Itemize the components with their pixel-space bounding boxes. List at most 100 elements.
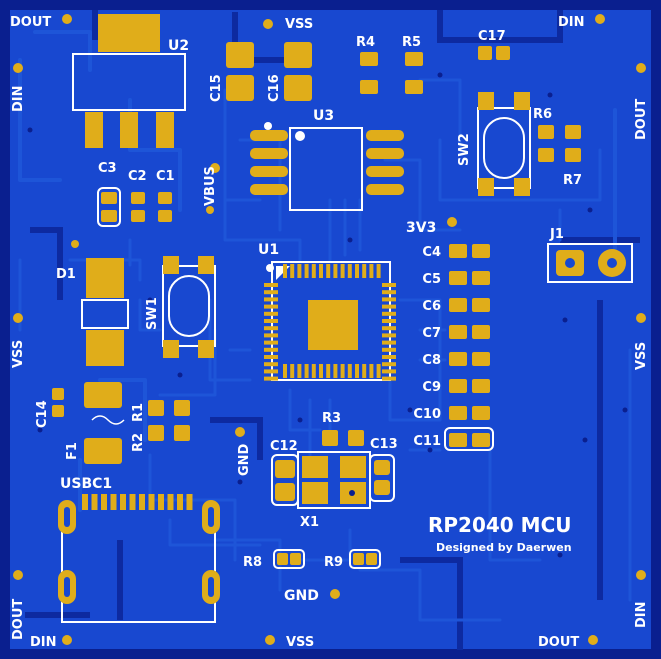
edge-label-top-center: VSS xyxy=(285,17,313,32)
usbc1-connector xyxy=(58,494,220,623)
cap-pad xyxy=(472,298,490,312)
u1-pad xyxy=(376,264,381,278)
label-3v3: 3V3 xyxy=(406,220,436,236)
label-c8: C8 xyxy=(422,353,441,368)
label-x1: X1 xyxy=(300,515,319,530)
edge-test-points xyxy=(13,14,646,645)
u1-pad xyxy=(326,264,331,278)
label-u1: U1 xyxy=(258,242,279,258)
label-r6: R6 xyxy=(533,107,552,122)
u1-pad xyxy=(382,333,396,338)
label-j1: J1 xyxy=(549,227,564,242)
label-gnd-center: GND xyxy=(237,443,252,476)
label-r5: R5 xyxy=(402,35,421,50)
u1-pad xyxy=(382,297,396,302)
u1-pad xyxy=(382,283,396,287)
edge-label-bottom-center: VSS xyxy=(286,635,314,650)
u1-pad xyxy=(311,264,316,278)
u1-pad xyxy=(290,364,295,378)
u1-pad xyxy=(264,319,278,323)
usb-pin-pad xyxy=(82,494,88,510)
u1-rp2040 xyxy=(264,261,396,381)
usb-pin-pad xyxy=(158,494,164,510)
usb-pin-pad xyxy=(186,494,193,510)
label-u3: U3 xyxy=(313,108,334,124)
cap-pad xyxy=(472,244,490,258)
u1-pad xyxy=(297,364,302,378)
u1-pad xyxy=(264,283,278,287)
stitching-vias xyxy=(27,72,628,558)
label-c10: C10 xyxy=(413,407,441,422)
cap-pad xyxy=(449,298,467,312)
label-c2: C2 xyxy=(128,169,147,184)
u1-pad xyxy=(382,311,396,316)
usb-pin-pad xyxy=(167,494,174,510)
label-r1: R1 xyxy=(131,403,146,422)
label-sw2: SW2 xyxy=(457,133,472,166)
label-c14: C14 xyxy=(35,400,50,428)
u1-pad xyxy=(382,376,396,381)
edge-label-left-bottom: DOUT xyxy=(11,599,26,640)
edge-label-top-left: DOUT xyxy=(10,15,51,30)
cap-pad xyxy=(449,244,467,258)
edge-label-left-top: DIN xyxy=(11,85,26,112)
cap-pad xyxy=(472,325,490,339)
crystal-area xyxy=(271,430,395,509)
label-sw1: SW1 xyxy=(145,297,160,330)
label-vbus: VBUS xyxy=(203,166,218,206)
label-c15: C15 xyxy=(209,74,224,102)
small-resistors-top xyxy=(360,46,510,94)
cap-pad xyxy=(472,379,490,393)
u1-pad xyxy=(382,362,396,367)
u1-pad xyxy=(304,264,309,278)
label-c13: C13 xyxy=(370,437,398,452)
cap-pad xyxy=(472,433,490,447)
u1-pad xyxy=(326,364,331,378)
label-r4: R4 xyxy=(356,35,375,50)
usb-pin-pad xyxy=(177,494,183,510)
label-r8: R8 xyxy=(243,555,262,570)
usb-pin-pad xyxy=(120,494,126,510)
cap-pad xyxy=(449,406,467,420)
usb-pin-pad xyxy=(129,494,136,510)
u1-pad xyxy=(382,347,396,352)
fuse-area xyxy=(52,382,190,464)
u1-pad xyxy=(362,264,367,278)
u1-pad xyxy=(264,376,278,381)
u1-pad xyxy=(347,364,352,378)
cap-pad xyxy=(449,325,467,339)
label-c16: C16 xyxy=(267,74,282,102)
usb-pin-pad xyxy=(91,494,98,510)
u1-pad xyxy=(283,364,287,378)
cap-pad xyxy=(449,433,467,447)
label-r2: R2 xyxy=(131,433,146,452)
board-title: RP2040 MCU xyxy=(428,513,572,537)
u1-pad xyxy=(382,326,396,331)
edge-label-right-middle: VSS xyxy=(634,342,649,370)
label-r9: R9 xyxy=(324,555,343,570)
c15-c16 xyxy=(226,42,312,101)
label-u2: U2 xyxy=(168,38,189,54)
u1-pad xyxy=(297,264,302,278)
u1-pad xyxy=(264,326,278,331)
label-gnd-bottom: GND xyxy=(284,588,319,604)
u3-flash xyxy=(250,122,404,211)
edge-label-right-top: DOUT xyxy=(634,99,649,140)
sw1-switch xyxy=(162,256,216,358)
cap-pad xyxy=(472,406,490,420)
u1-pad xyxy=(362,364,367,378)
label-f1: F1 xyxy=(65,442,80,460)
edge-label-right-bottom: DIN xyxy=(634,601,649,628)
label-c4: C4 xyxy=(422,245,441,260)
label-r3: R3 xyxy=(322,411,341,426)
j1-header xyxy=(547,243,633,283)
u1-pad xyxy=(382,355,396,359)
label-c12: C12 xyxy=(270,439,298,454)
u1-pad xyxy=(283,264,287,278)
u1-pad xyxy=(264,362,278,367)
u1-pad xyxy=(333,264,338,278)
c1-c3-caps xyxy=(97,187,172,227)
cap-pad xyxy=(472,271,490,285)
u1-pad xyxy=(264,311,278,316)
